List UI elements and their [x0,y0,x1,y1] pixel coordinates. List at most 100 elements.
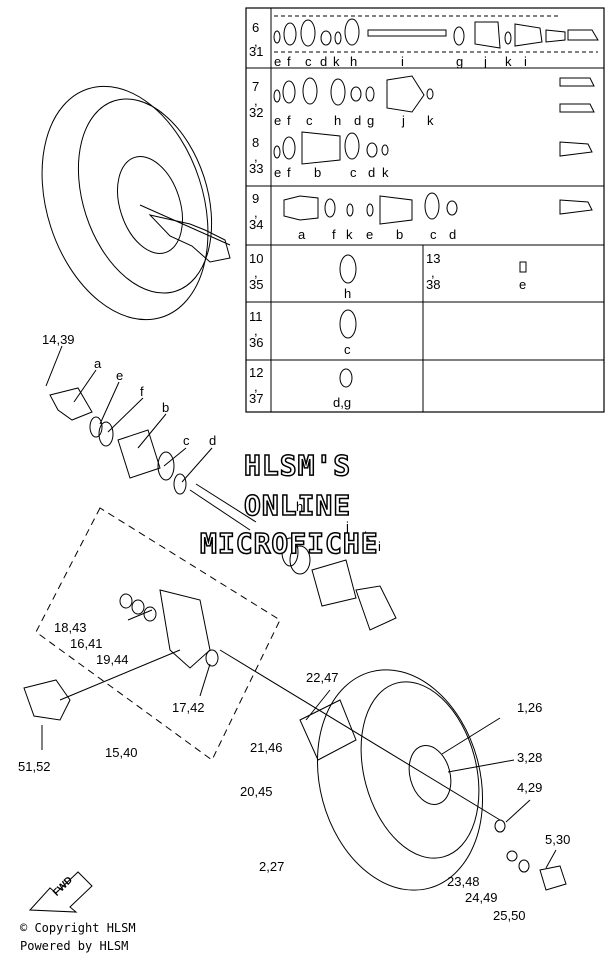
callout-23-48: 23,48 [447,874,480,889]
part-letter: k [333,54,340,69]
part-letter: a [298,227,306,242]
kit-number: 7 [252,79,260,94]
leader-lines [41,345,557,869]
part-letter: d [354,113,362,128]
part-letter: h [350,54,358,69]
callout-5-30: 5,30 [545,832,571,847]
callout-b: b [162,400,170,415]
callout-24-49: 24,49 [465,890,498,905]
table-part-sketches [273,18,599,388]
copyright-text: © Copyright HLSM [20,921,136,935]
kit-number: 35 [249,277,264,292]
callout-15-40: 15,40 [105,745,138,760]
part-letter: f [287,165,291,180]
kit-comma: , [254,323,258,338]
part-letter: h [334,113,342,128]
callout-21-46: 21,46 [250,740,283,755]
callout-h: h [296,499,304,514]
watermark-line-3: MICROFICHE [199,527,379,560]
kit-number: 9 [252,191,260,206]
callout-14-39: 14,39 [42,332,75,347]
watermark-line-1: HLSM'S [243,449,352,482]
part-letter: c [306,113,313,128]
kit-number: 37 [249,391,264,406]
callout-16-41: 16,41 [70,636,103,651]
callout-c: c [183,433,190,448]
part-letter: d,g [333,395,352,410]
callout-e: e [116,368,124,383]
part-letter: e [274,54,282,69]
powered-by-text: Powered by HLSM [20,939,129,953]
kit-number: 32 [249,105,264,120]
part-letter: e [519,277,527,292]
part-letter: c [344,342,351,357]
kit-comma: , [254,379,258,394]
part-letter: e [274,165,282,180]
part-letter: b [396,227,404,242]
part-letter: j [484,54,487,69]
callout-2-27: 2,27 [259,859,285,874]
part-letter: b [314,165,322,180]
part-letter: d [368,165,376,180]
kit-comma: , [254,205,258,220]
part-letter: g [456,54,464,69]
part-letter: f [287,54,291,69]
callout-k: k [364,529,371,544]
kit-number: 10 [249,251,264,266]
part-letter: e [274,113,282,128]
kit-number: 33 [249,161,264,176]
callout-a: a [94,356,102,371]
part-letter: k [382,165,389,180]
callout-3-28: 3,28 [517,750,543,765]
callout-20-45: 20,45 [240,784,273,799]
kit-comma: , [254,93,258,108]
kit-number: 13 [426,251,441,266]
kit-number: 12 [249,365,264,380]
callout-1-26: 1,26 [517,700,543,715]
part-letter: i [401,54,404,69]
part-letter: g [367,113,375,128]
parts-kit-table [245,7,605,413]
kit-comma: , [254,34,258,49]
kit-number: 6 [252,20,260,35]
part-letter: f [287,113,291,128]
kit-comma: , [431,265,435,280]
kit-comma: , [254,149,258,164]
callout-51-52: 51,52 [18,759,51,774]
watermark-line-2: ONLINE [243,489,352,522]
kit-number: 8 [252,135,260,150]
callout-f: f [140,384,144,399]
part-letter: k [505,54,512,69]
callout-19-44: 19,44 [96,652,129,667]
part-letter: e [366,227,374,242]
kit-number: 36 [249,335,264,350]
callout-i-upper: i [316,499,319,514]
part-letter: k [346,227,353,242]
kit-number: 31 [249,44,264,59]
knuckle-group [23,507,281,761]
callout-22-47: 22,47 [306,670,339,685]
callout-18-43: 18,43 [54,620,87,635]
part-letter: d [449,227,457,242]
part-letter: f [332,227,336,242]
kit-number: 11 [249,309,263,324]
callout-17-42: 17,42 [172,700,205,715]
part-letter: c [350,165,357,180]
part-letter: c [430,227,437,242]
fwd-arrow [28,871,93,913]
kit-number: 38 [426,277,441,292]
part-letter: c [305,54,312,69]
part-letter: j [402,113,405,128]
callout-i: i [378,539,381,554]
callout-25-50: 25,50 [493,908,526,923]
part-letter: h [344,286,352,301]
wheel-assembly-top [41,85,231,321]
drive-shaft-exploded [49,387,397,631]
callout-d: d [209,433,217,448]
wheel-assembly-bottom [219,649,567,891]
callout-j: j [346,519,349,534]
part-letter: d [320,54,328,69]
part-letter: i [524,54,527,69]
